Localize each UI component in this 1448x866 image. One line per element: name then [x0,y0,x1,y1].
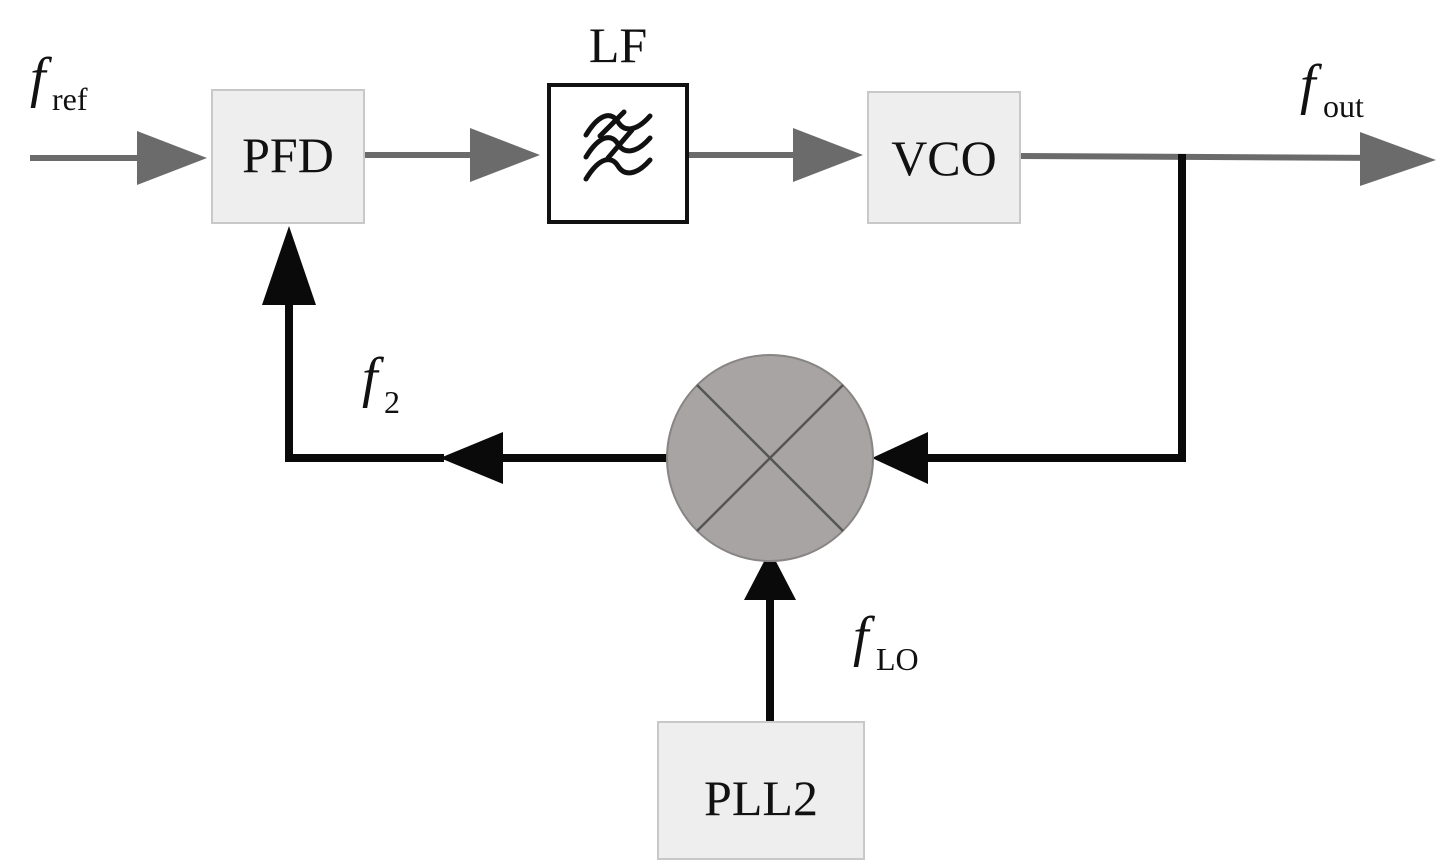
signal-f2-sub: 2 [384,384,400,420]
signal-f2-main: f [362,347,385,409]
signal-ref-sub: ref [52,81,88,117]
tap-to-mixer-arrowhead [872,432,928,484]
signal-lo-label: f LO [853,606,919,677]
lo-to-mixer-arrowhead [744,550,796,600]
signal-lo-main: f [853,606,876,668]
f2-to-pfd-arrowhead [262,226,316,305]
mixer-icon [666,354,874,562]
mixer-to-f2-arrowhead [440,432,503,484]
lf-to-vco-arrowhead [793,128,863,182]
vco-label: VCO [891,130,997,186]
lf-block: LF [547,17,689,224]
output-tap-line [901,154,1186,462]
ref-input-arrowhead [137,131,207,185]
forward-path [30,128,1436,186]
pll2-label: PLL2 [704,770,818,826]
lf-label: LF [589,17,647,73]
vco-output-line [1019,153,1391,161]
signal-out-sub: out [1323,88,1364,124]
signal-f2-label: f 2 [362,347,400,420]
vco-block: VCO [867,91,1021,224]
signal-out-main: f [1300,54,1323,116]
pll2-block: PLL2 [657,721,865,860]
pfd-label: PFD [242,127,334,183]
f2-to-pfd-line [285,286,444,462]
signal-out-label: f out [1300,54,1364,124]
lowpass-filter-icon [583,109,653,182]
signal-ref-label: f ref [30,47,88,117]
signal-lo-sub: LO [876,641,919,677]
pfd-to-lf-arrowhead [470,128,540,182]
output-arrowhead [1360,132,1436,186]
signal-ref-main: f [30,47,53,109]
pfd-block: PFD [211,89,365,224]
